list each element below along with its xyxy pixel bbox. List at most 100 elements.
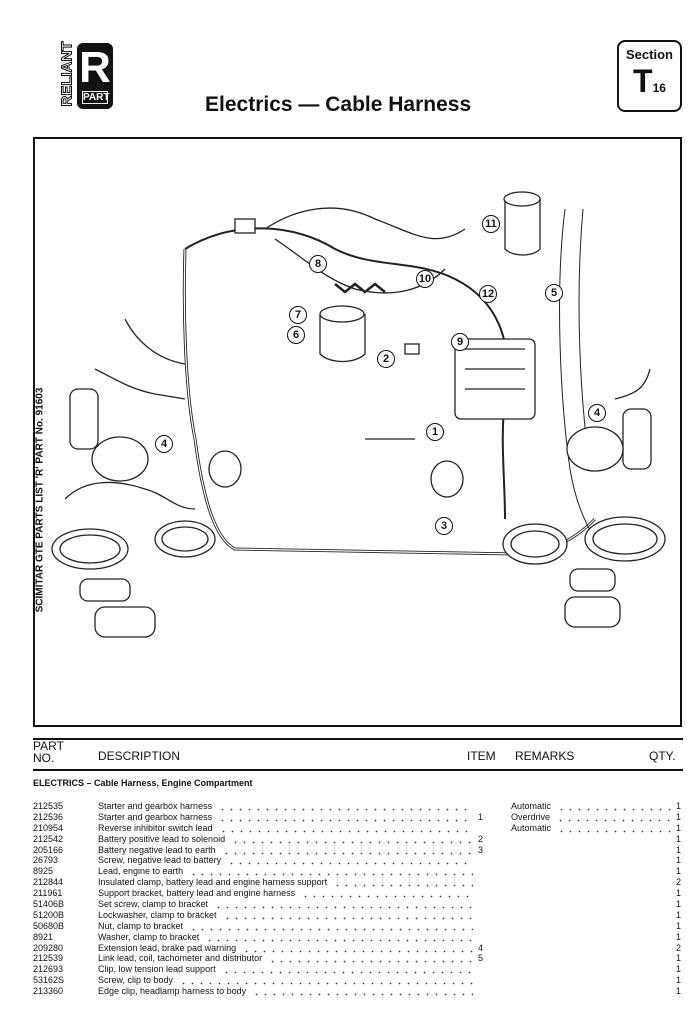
quantity: 1	[676, 986, 682, 997]
part-number: 212693	[33, 964, 64, 975]
section-label: Section	[626, 47, 673, 62]
description-cell: Screw, clip to body	[98, 975, 473, 987]
dot-leader	[301, 888, 473, 900]
description: Link lead, coil, tachometer and distribu…	[98, 953, 263, 964]
callout-2: 2	[377, 350, 395, 368]
dot-leader	[214, 899, 473, 910]
col-header-part-no: PART NO.	[33, 740, 64, 764]
item-number: 1	[478, 811, 484, 822]
quantity: 1	[676, 888, 682, 899]
dot-leader	[221, 964, 473, 976]
description-cell: Reverse inhibitor switch lead	[98, 822, 473, 834]
table-row: 212535 Starter and gearbox harness Automat…	[33, 801, 683, 812]
description-cell: Lockwasher, clamp to bracket	[98, 909, 473, 921]
part-number: 51200B	[33, 909, 65, 920]
part-number: 210954	[33, 822, 64, 833]
quantity: 1	[676, 909, 682, 920]
remarks: Automatic	[511, 822, 552, 833]
description: Screw, clip to body	[98, 975, 174, 986]
description: Clip, low tension lead support	[98, 964, 216, 975]
part-number: 8925	[33, 866, 54, 877]
dot-leader	[227, 855, 473, 867]
dot-leader	[218, 822, 473, 834]
quantity: 1	[676, 931, 682, 942]
description-cell: Clip, low tension lead support	[98, 964, 473, 976]
description: Lockwasher, clamp to bracket	[98, 909, 217, 920]
callout-4: 4	[588, 404, 606, 422]
callout-3: 3	[435, 517, 453, 535]
description-cell: Starter and gearbox harness	[98, 801, 473, 812]
description: Insulated clamp, battery lead and engine…	[98, 877, 328, 888]
callout-7: 7	[289, 306, 307, 324]
description-cell: Extension lead, brake pad warning	[98, 942, 473, 954]
dot-leader	[189, 920, 473, 932]
description: Washer, clamp to bracket	[98, 931, 200, 942]
part-number: 8921	[33, 931, 54, 942]
dot-leader	[557, 801, 671, 812]
logo-brand: RELIANT	[58, 40, 76, 108]
quantity: 1	[676, 975, 682, 986]
dot-leader	[268, 953, 473, 965]
table-header-bottom-rule	[33, 769, 683, 771]
description-cell: Washer, clamp to bracket	[98, 931, 473, 943]
quantity: 1	[676, 953, 682, 964]
dot-leader	[218, 811, 473, 823]
item-number: 2	[478, 833, 484, 844]
part-number: 205166	[33, 844, 64, 855]
group-title: ELECTRICS – Cable Harness, Engine Compar…	[33, 778, 253, 788]
description-cell: Insulated clamp, battery lead and engine…	[98, 877, 473, 889]
table-row: 210954 Reverse inhibitor switch lead Autom…	[33, 822, 683, 834]
part-number: 50680B	[33, 920, 65, 931]
description-cell: Battery positive lead to solenoid	[98, 833, 473, 845]
quantity: 1	[676, 866, 682, 877]
dot-leader	[231, 833, 473, 845]
table-row: 212542 Battery positive lead to solenoid 2…	[33, 833, 683, 845]
description: Lead, engine to earth	[98, 866, 184, 877]
quantity: 2	[676, 942, 682, 953]
section-badge: Section T16	[617, 40, 682, 112]
dot-leader	[221, 844, 473, 856]
description: Battery negative lead to earth	[98, 844, 216, 855]
part-number: 212542	[33, 833, 64, 844]
remarks: Automatic	[511, 801, 552, 811]
dot-leader	[189, 866, 473, 878]
description-cell: Battery negative lead to earth	[98, 844, 473, 856]
description-cell: Starter and gearbox harness	[98, 811, 473, 823]
table-row: 53162S Screw, clip to body 1	[33, 975, 683, 987]
description-cell: Lead, engine to earth	[98, 866, 473, 878]
table-row: 212536 Starter and gearbox harness 1 Overdr…	[33, 811, 683, 823]
callout-10: 10	[416, 270, 434, 288]
description: Nut, clamp to bracket	[98, 920, 184, 931]
part-number: 212536	[33, 811, 64, 822]
section-letter: T	[633, 63, 653, 99]
callout-9: 9	[451, 333, 469, 351]
quantity: 1	[676, 855, 682, 866]
section-number: 16	[652, 81, 666, 95]
quantity: 1	[676, 801, 682, 811]
quantity: 1	[676, 844, 682, 855]
harness-illustration	[51, 191, 666, 638]
part-number: 212535	[33, 801, 64, 811]
table-header-top-rule	[33, 738, 683, 740]
description: Set screw, clamp to bracket	[98, 899, 209, 910]
part-number: 53162S	[33, 975, 65, 986]
description-cell: Support bracket, battery lead and engine…	[98, 888, 473, 900]
part-number: 209280	[33, 942, 64, 953]
callout-6: 6	[287, 326, 305, 344]
part-number: 51406B	[33, 899, 65, 910]
remarks: Overdrive	[511, 811, 551, 822]
part-number: 26793	[33, 855, 59, 866]
table-row: 8925 Lead, engine to earth 1	[33, 866, 683, 878]
description: Starter and gearbox harness	[98, 801, 213, 811]
callout-12: 12	[479, 285, 497, 303]
table-row: 51200B Lockwasher, clamp to bracket 1	[33, 909, 683, 921]
logo-letter: R	[79, 43, 111, 92]
remarks-cell: Automatic	[511, 822, 671, 834]
callout-8: 8	[309, 255, 327, 273]
